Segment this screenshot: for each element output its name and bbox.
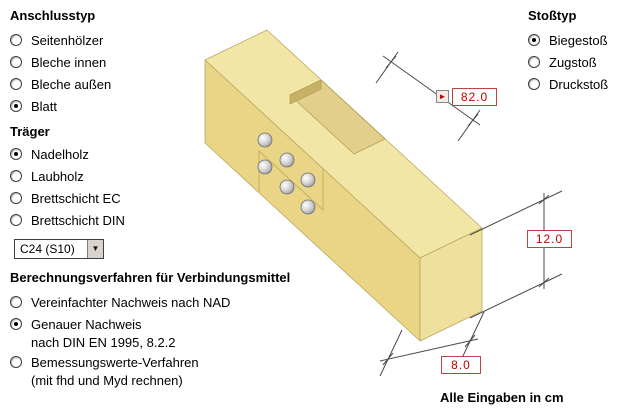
radio-icon[interactable] bbox=[10, 296, 22, 308]
radio-seitenhoelzer[interactable]: Seitenhölzer bbox=[10, 29, 290, 51]
left-panel: Anschlusstyp Seitenhölzer Bleche innen B… bbox=[10, 8, 290, 389]
radio-icon[interactable] bbox=[10, 356, 22, 368]
bolt-icon bbox=[257, 132, 273, 148]
radio-icon[interactable] bbox=[10, 214, 22, 226]
genauer-nachweis-subtext: nach DIN EN 1995, 8.2.2 bbox=[31, 335, 176, 350]
end-distance-dimension-field[interactable]: 8.0 bbox=[441, 356, 481, 374]
dimension-marker-icon[interactable]: ► bbox=[436, 90, 449, 103]
radio-icon[interactable] bbox=[528, 78, 540, 90]
joint-seam bbox=[258, 149, 324, 212]
anschlusstyp-heading: Anschlusstyp bbox=[10, 8, 96, 23]
bolt-icon bbox=[300, 172, 316, 188]
radio-icon[interactable] bbox=[10, 78, 22, 90]
radio-bemessungswerte[interactable]: Bemessungswerte-Verfahren bbox=[10, 351, 290, 373]
radio-icon[interactable] bbox=[528, 56, 540, 68]
radio-icon[interactable] bbox=[10, 100, 22, 112]
right-panel: Stoßtyp Biegestoß Zugstoß Druckstoß bbox=[528, 8, 608, 95]
units-note: Alle Eingaben in cm bbox=[440, 390, 564, 405]
berechnung-heading: Berechnungsverfahren für Verbindungsmitt… bbox=[10, 270, 291, 285]
chevron-down-icon[interactable]: ▼ bbox=[87, 240, 103, 258]
dimension-lines bbox=[375, 51, 563, 377]
radio-icon[interactable] bbox=[10, 148, 22, 160]
material-select-value: C24 (S10) bbox=[20, 242, 75, 256]
radio-blatt[interactable]: Blatt bbox=[10, 95, 290, 117]
radio-icon[interactable] bbox=[10, 318, 22, 330]
bemessungswerte-subtext: (mit fhd und Myd rechnen) bbox=[31, 373, 183, 388]
radio-icon[interactable] bbox=[10, 192, 22, 204]
radio-brettschicht-din[interactable]: Brettschicht DIN bbox=[10, 209, 290, 231]
radio-genauer-nachweis[interactable]: Genauer Nachweis bbox=[10, 313, 290, 335]
bolt-icon bbox=[279, 152, 295, 168]
bolt-icon bbox=[279, 179, 295, 195]
lap-joint-notch bbox=[289, 79, 386, 155]
stosstyp-heading: Stoßtyp bbox=[528, 8, 577, 23]
traeger-heading: Träger bbox=[10, 124, 50, 139]
radio-bleche-aussen[interactable]: Bleche außen bbox=[10, 73, 290, 95]
radio-icon[interactable] bbox=[10, 34, 22, 46]
radio-vereinfachter-nachweis[interactable]: Vereinfachter Nachweis nach NAD bbox=[10, 291, 290, 313]
radio-biegestoss[interactable]: Biegestoß bbox=[528, 29, 608, 51]
material-select[interactable]: C24 (S10) ▼ bbox=[14, 239, 104, 259]
bolt-icon bbox=[257, 159, 273, 175]
radio-laubholz[interactable]: Laubholz bbox=[10, 165, 290, 187]
radio-icon[interactable] bbox=[10, 170, 22, 182]
radio-icon[interactable] bbox=[10, 56, 22, 68]
radio-druckstoss[interactable]: Druckstoß bbox=[528, 73, 608, 95]
radio-brettschicht-ec[interactable]: Brettschicht EC bbox=[10, 187, 290, 209]
height-dimension-field[interactable]: 12.0 bbox=[527, 230, 572, 248]
radio-icon[interactable] bbox=[528, 34, 540, 46]
length-dimension-field[interactable]: 82.0 bbox=[452, 88, 497, 106]
radio-nadelholz[interactable]: Nadelholz bbox=[10, 143, 290, 165]
radio-zugstoss[interactable]: Zugstoß bbox=[528, 51, 608, 73]
bolts bbox=[257, 132, 316, 215]
bolt-icon bbox=[300, 199, 316, 215]
radio-bleche-innen[interactable]: Bleche innen bbox=[10, 51, 290, 73]
